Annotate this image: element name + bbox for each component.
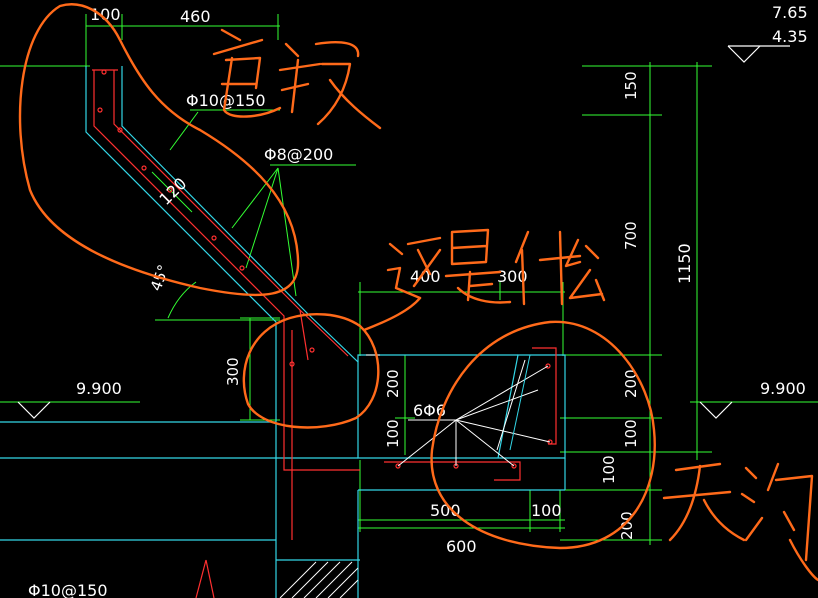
level-right-9900: 9.900	[760, 379, 806, 398]
dim-v-100a: 100	[622, 419, 640, 448]
level-markers	[17, 45, 790, 419]
dimension-lines	[0, 14, 818, 545]
elevation-435: 4.35	[772, 27, 808, 46]
elevation-765: 7.65	[772, 3, 808, 22]
stirrup-leader-fan	[366, 354, 551, 467]
dim-v-700: 700	[622, 221, 640, 250]
dim-h-300: 300	[224, 357, 242, 386]
dim-b-100r: 100	[531, 501, 562, 520]
dim-v-1150: 1150	[675, 243, 694, 284]
rebar-phi8-200: Φ8@200	[264, 145, 333, 164]
rebar-dots	[97, 69, 553, 469]
markup-char-5	[514, 230, 582, 306]
cyan-brace	[509, 354, 531, 451]
dim-b-200: 200	[384, 369, 402, 398]
markup-char-8	[740, 462, 818, 582]
rebar-phi10-150-bottom: Φ10@150	[28, 581, 108, 598]
markup-loop-joint	[242, 313, 380, 429]
dimension-texts: 100 460 7.65 4.35 150 700 1150 200 100 1…	[28, 3, 808, 598]
level-left-9900: 9.900	[76, 379, 122, 398]
handwritten-markup	[18, 3, 818, 582]
markup-char-4	[444, 228, 512, 304]
markup-connector	[362, 296, 422, 332]
rebar-lines	[92, 69, 557, 598]
markup-char-1	[212, 28, 282, 118]
dim-b-500: 500	[430, 501, 461, 520]
markup-char-7	[662, 462, 746, 542]
markup-loop-gutter	[430, 320, 656, 550]
rebar-6phi6: 6Φ6	[413, 401, 446, 420]
dim-v-200a: 200	[622, 369, 640, 398]
dim-b-100: 100	[384, 419, 402, 448]
markup-char-3	[386, 236, 442, 300]
dim-top-460: 460	[180, 7, 211, 26]
dim-v-150: 150	[622, 71, 640, 100]
structure-outline	[0, 66, 566, 598]
markup-char-6	[564, 238, 606, 302]
markup-loop-slab	[18, 3, 300, 297]
dim-b-600: 600	[446, 537, 477, 556]
dim-v-100b: 100	[600, 455, 618, 484]
column-hatch	[279, 561, 359, 598]
dim-h-300b: 300	[497, 267, 528, 286]
dim-slab-120: 120	[155, 174, 190, 209]
markup-char-2	[278, 41, 382, 130]
dim-top-100: 100	[90, 5, 121, 24]
